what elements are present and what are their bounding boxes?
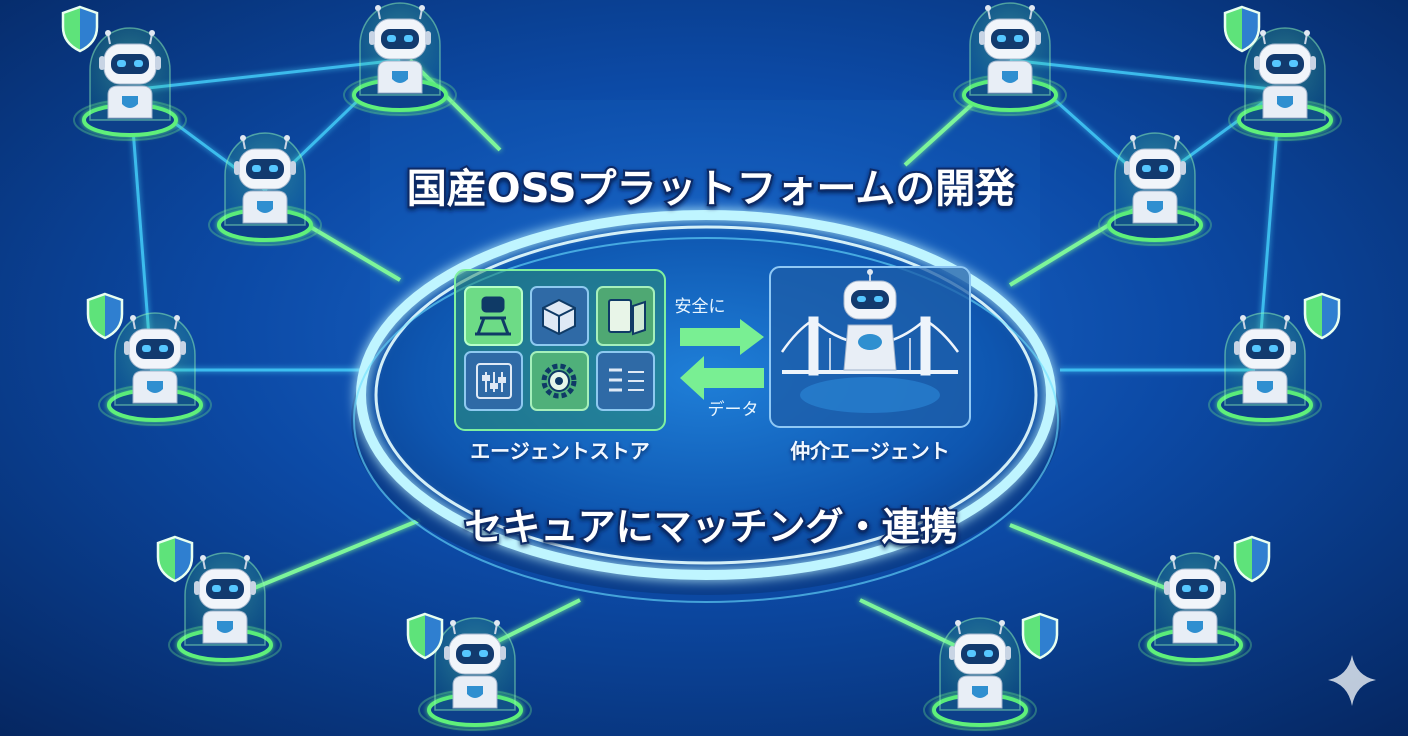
page-subtitle: セキュアにマッチング・連携 [464,505,957,549]
gear-icon [541,363,577,399]
broker-robot-icon [843,269,897,371]
robot-arm-icon [475,296,511,336]
page-title: 国産OSSプラットフォームの開発 [407,166,1017,212]
forward-arrow [680,319,764,355]
store-label: エージェントストア [470,439,650,463]
back-arrow [680,356,764,400]
broker-label: 仲介エージェント [790,439,950,463]
broker-agent-panel [769,266,971,428]
package-box-icon [542,298,576,336]
tile-robot-arm [464,286,523,346]
agent-store-panel [454,269,666,431]
forward-arrow-label: 安全に [675,297,726,317]
sparkle-icon [1328,655,1376,706]
glow-ring [356,210,1056,580]
back-arrow-label: データ [708,399,759,420]
control-panel-icon [476,363,512,399]
data-list-icon [609,368,644,392]
tile-data-list [596,351,655,411]
document-puzzle-icon [608,299,646,336]
